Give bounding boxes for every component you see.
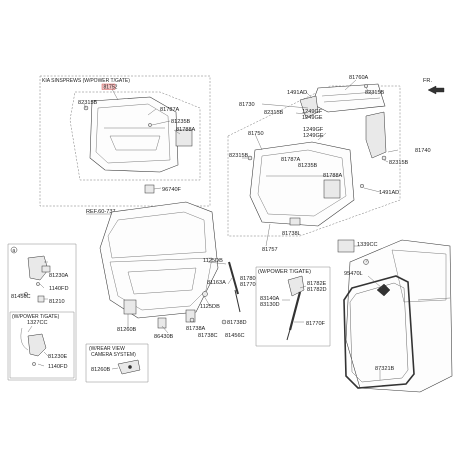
label-81770: 81770 [240,282,256,288]
label-1249ge-2: 1249GE [303,133,324,139]
front-arrow-icon [427,85,445,95]
label-81787a-top: 81787A [160,107,180,113]
label-1491ad-m: 1491AD [379,190,399,196]
gas-strut [228,261,239,295]
power-strut-bracket [287,275,305,297]
vehicle-body-rear [345,239,453,393]
latch-box: a 81230A 1140FD 81456C 81210 (W/POWER T/… [7,243,77,381]
left-side-trim [299,95,319,119]
latch-power-title: (W/POWER T/GATE) [12,314,60,320]
label-81730: 81730 [239,102,255,108]
latch-marker [376,283,391,297]
label-82315b-mr: 82315B [389,160,409,166]
label-81738l: 81738L [282,231,301,237]
main-box-title: KIA SINSPREWS (W/POWER T/GATE) [42,78,130,84]
label-1491ad-top: 1491AD [287,90,307,96]
label-95470l: 95470L [344,271,363,277]
tailgate-assembly: REF.60-737 1125DB 81163A 81780 81770 112… [86,201,256,340]
label-82315b-tm: 82315B [264,110,284,116]
label-81230e: 81230E [48,354,68,360]
label-81738a: 81738A [186,326,206,332]
label-81788a-tl: 81788A [176,127,196,133]
label-81210: 81210 [49,299,65,305]
label-1327cc: 1327CC [27,320,48,326]
label-81235b-m: 81235B [298,163,318,169]
upper-garnish [311,83,386,113]
callout-a: a [12,248,15,254]
power-latch [27,333,47,357]
label-81260b-cam: 81260B [91,367,111,373]
label-1140fd-b: 1140FD [48,364,68,370]
label-81782d: 81782D [307,287,327,293]
label-81782e: 81782E [307,281,327,287]
label-81456c-m: 81456C [225,333,245,339]
fr-label: FR. [423,78,432,84]
label-81163a: 81163A [207,280,226,286]
label-1125db-a: 1125DB [203,258,223,264]
label-1249gf-2: 1249GF [303,127,324,133]
label-1339cc: 1339CC [357,242,378,248]
label-81738d: 81738D [227,320,247,326]
right-side-trim [365,111,387,159]
label-81780: 81780 [240,276,256,282]
label-83130d: 83130D [260,302,280,308]
label-87321b: 87321B [375,366,395,372]
label-82315b-ml: 82315B [229,153,249,159]
label-81750: 81750 [248,131,264,137]
power-strut [288,291,302,331]
label-82315b-tl: 82315B [78,100,98,106]
label-81787a-m: 81787A [281,157,301,163]
label-81456c-l: 81456C [11,294,31,300]
trim-box-left: KIA SINSPREWS (W/POWER T/GATE) 81752 817… [39,75,211,207]
label-1249ge: 1249GE [302,115,323,121]
label-81788a-m: 81788A [323,173,343,179]
vehicle-rear-opening: 1339CC 95470L 87321B [337,239,453,393]
tailgate-handle [157,317,167,329]
power-tailgate-box: (W/POWER T/GATE) 83140A 83130D 81782E 81… [255,266,331,347]
label-1140fd-a: 1140FD [49,286,69,292]
label-81260b: 81260B [117,327,137,333]
camera-lens-icon [128,365,132,369]
label-81230a: 81230A [49,273,69,279]
label-82315b-tr: 82315B [365,90,385,96]
power-tgate-title: (W/POWER T/GATE) [258,269,311,275]
highlight-part-box [101,83,116,90]
tailgate-trim-panel-upper [89,96,179,173]
label-81738c: 81738C [198,333,218,339]
ref-link[interactable]: REF.60-737 [86,209,116,215]
highlight-part-number: 81752 [104,85,118,91]
camera-box: (W/REAR VIEW CAMERA SYSTEM) 81260B [85,343,149,383]
label-81235b-tl: 81235B [171,119,191,125]
label-81770f: 81770F [306,321,326,327]
label-96740f: 96740F [162,187,182,193]
label-81760a: 81760A [349,75,369,81]
striker [37,295,45,303]
weatherstrip-seal [343,275,415,389]
label-1249gf: 1249GF [302,109,323,115]
trim-box-right: 81760A 1491AD 82315B 81730 82315B 1249GF… [227,75,431,253]
label-86430b: 86430B [154,334,174,340]
label-1125db-b: 1125DB [200,304,220,310]
label-81740: 81740 [415,148,431,154]
label-83140a: 83140A [260,296,280,302]
tailgate-switch [144,184,155,194]
rear-sensor-module [337,239,355,253]
license-lamp [123,299,137,315]
tailgate-trim-panel-lower [249,141,355,227]
trim-side-cover-2 [323,179,341,199]
camera-title-2: CAMERA SYSTEM) [91,352,136,358]
camera-title-1: (W/REAR VIEW [89,346,125,352]
tailgate-latch [27,255,49,281]
front-direction-indicator: FR. [423,78,445,95]
label-81757: 81757 [262,247,278,253]
